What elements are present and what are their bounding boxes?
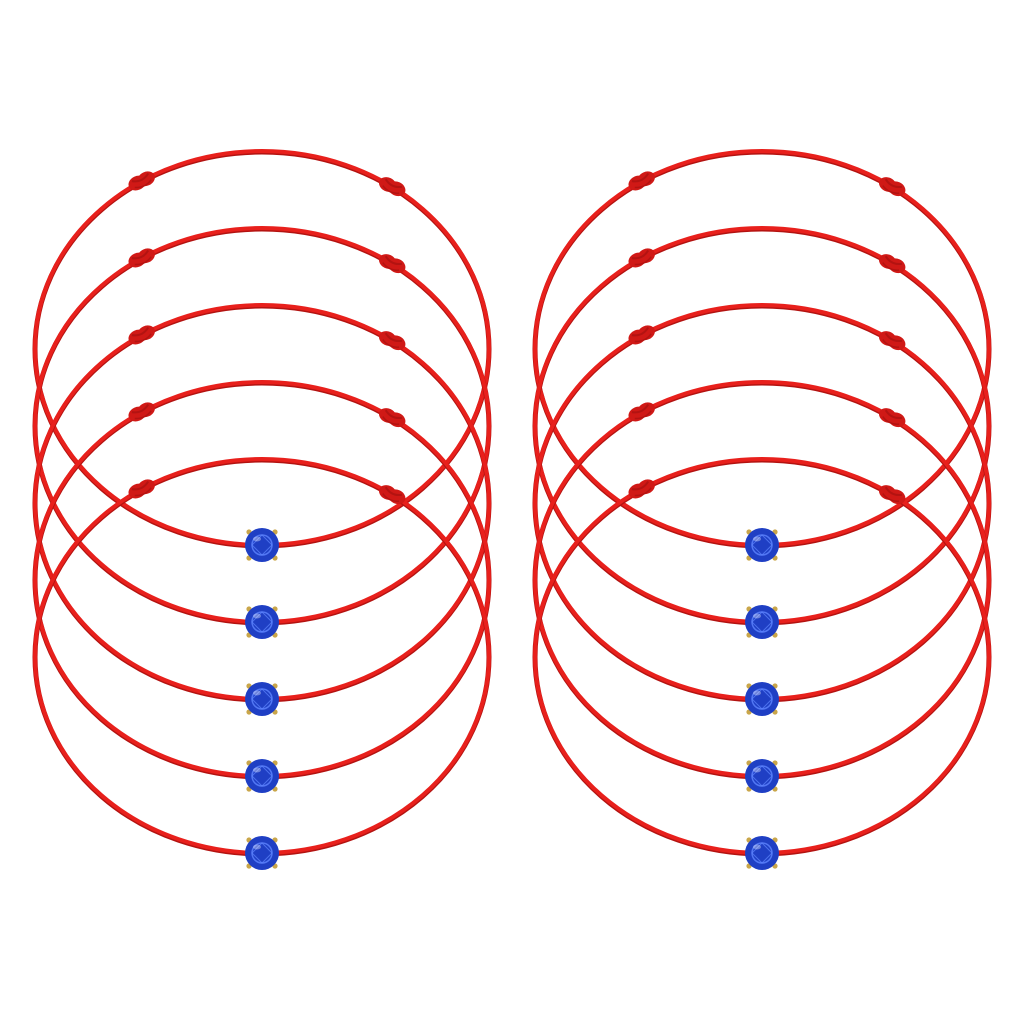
slide-knot [878,254,906,274]
blue-stone [745,605,779,639]
blue-stone [745,759,779,793]
slide-knot [378,177,406,197]
bracelet [532,303,992,716]
bracelet [532,380,992,793]
slide-knot [378,408,406,428]
bracelet [532,457,992,870]
slide-knot [878,331,906,351]
bracelet-stack-left [32,149,492,870]
slide-knot [128,325,155,345]
slide-knot [128,171,155,191]
slide-knot [878,408,906,428]
slide-knot [128,248,155,268]
bracelet [32,303,492,716]
bracelet [532,226,992,639]
bracelet [532,149,992,562]
slide-knot [628,325,655,345]
blue-stone [745,682,779,716]
slide-knot [878,485,906,505]
bracelet [32,457,492,870]
slide-knot [128,479,155,499]
bracelet-stack-right [532,149,992,870]
blue-stone [245,682,279,716]
blue-stone [745,528,779,562]
slide-knot [128,402,155,422]
blue-stone [245,605,279,639]
slide-knot [878,177,906,197]
blue-stone [745,836,779,870]
blue-stone [245,759,279,793]
slide-knot [628,479,655,499]
slide-knot [378,485,406,505]
slide-knot [628,248,655,268]
bracelet [32,149,492,562]
bracelet [32,380,492,793]
bracelet [32,226,492,639]
slide-knot [628,402,655,422]
slide-knot [378,254,406,274]
slide-knot [378,331,406,351]
slide-knot [628,171,655,191]
blue-stone [245,836,279,870]
blue-stone [245,528,279,562]
